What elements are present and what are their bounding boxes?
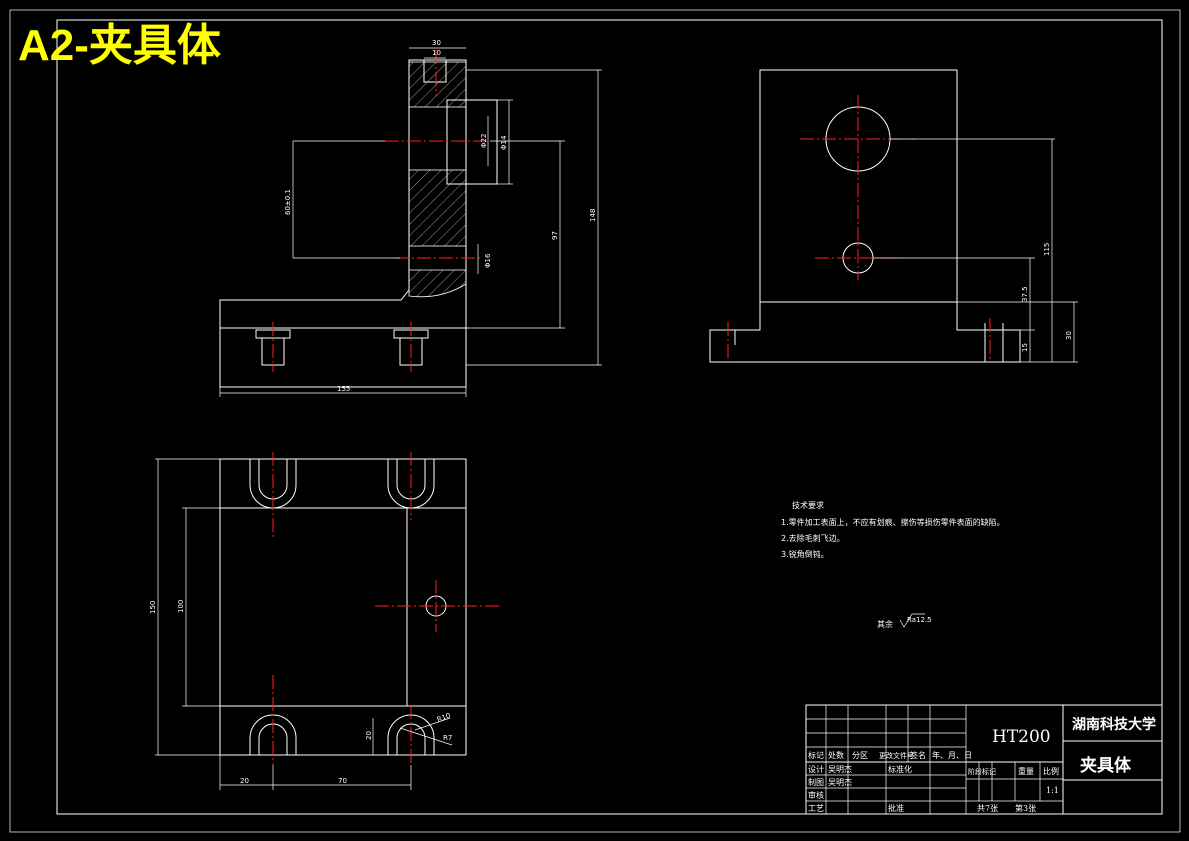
dim-width-150: 150 [149, 601, 157, 614]
surface-value: Ra12.5 [907, 616, 932, 624]
tb-draw-name: 吴明杰 [828, 777, 852, 787]
tb-school: 湖南科技大学 [1072, 716, 1156, 733]
tb-review-label: 审核 [808, 790, 824, 800]
sheet-title: A2-夹具体 [18, 21, 221, 70]
tb-standardize-label: 标准化 [888, 764, 912, 774]
dim-slot-width: 10 [432, 49, 441, 57]
inner-border [56, 19, 1163, 815]
surface-label: 其余 [877, 619, 893, 629]
tb-part-name: 夹具体 [1080, 755, 1132, 776]
dim-height-148: 148 [589, 209, 597, 222]
tb-header-count: 处数 [828, 750, 844, 760]
tech-item-3: 3.锐角倒钝。 [781, 549, 829, 559]
front-view: 30 10 Φ22 Φ14 60±0.1 97 148 Φ16 155 [219, 39, 602, 397]
tb-weight-label: 重量 [1018, 766, 1034, 776]
dim-span-70: 70 [338, 777, 347, 785]
surface-note: 其余 Ra12.5 [877, 613, 932, 629]
dim-h-37-5: 37.5 [1021, 286, 1029, 302]
dim-h-15: 15 [1021, 343, 1029, 352]
tech-item-1: 1.零件加工表面上，不应有划痕、擦伤等损伤零件表面的缺陷。 [781, 517, 1005, 527]
tb-sheet-total: 共7张 [977, 804, 998, 813]
dim-center-dist: 60±0.1 [284, 189, 292, 215]
title-block: 标记 处数 分区 更改文件号 签名 年、月、日 设计 吴明杰 标准化 制图 吴明… [805, 704, 1163, 815]
dim-radius: R10 [436, 712, 452, 724]
tb-header-sign: 签名 [910, 750, 926, 760]
tech-requirements: 技术要求 1.零件加工表面上，不应有划痕、擦伤等损伤零件表面的缺陷。 2.去除毛… [781, 500, 1005, 559]
dim-pin-dia: Φ16 [484, 253, 492, 268]
tech-item-2: 2.去除毛刺飞边。 [781, 533, 845, 543]
dim-base-length: 155 [337, 385, 350, 393]
side-view: 115 37.5 15 30 [709, 69, 1078, 363]
tb-header-zone: 分区 [852, 751, 868, 760]
dim-top-width: 30 [432, 39, 441, 47]
top-view: 150 100 20 70 20 R10 R7 [149, 452, 500, 790]
dim-bore-dia1: Φ22 [480, 134, 488, 148]
tech-heading: 技术要求 [792, 500, 824, 510]
dim-h-30: 30 [1065, 331, 1073, 340]
outer-border [9, 9, 1181, 833]
dim-slot-label: R7 [443, 734, 452, 742]
dim-width-100: 100 [177, 600, 185, 613]
tb-design-label: 设计 [808, 764, 824, 774]
dim-height-97: 97 [551, 231, 559, 240]
tb-approve-label: 批准 [888, 803, 904, 813]
tb-design-name: 吴明杰 [828, 764, 852, 774]
tb-process-label: 工艺 [808, 804, 824, 813]
dim-bore-dia2: Φ14 [500, 135, 508, 150]
tb-material: HT200 [992, 727, 1051, 747]
tb-scale-value: 1:1 [1046, 786, 1059, 795]
tb-stage-label: 阶段标记 [968, 767, 996, 776]
dim-slot-20: 20 [365, 731, 373, 740]
dim-left-20: 20 [240, 777, 249, 785]
tb-draw-label: 制图 [808, 777, 824, 787]
tb-header-doc: 更改文件号 [879, 751, 914, 760]
tb-header-date: 年、月、日 [932, 750, 972, 760]
dim-h-115: 115 [1043, 243, 1051, 256]
tb-sheet-no: 第3张 [1015, 803, 1036, 813]
tb-scale-label: 比例 [1043, 766, 1059, 776]
tb-header-mark: 标记 [808, 750, 824, 760]
